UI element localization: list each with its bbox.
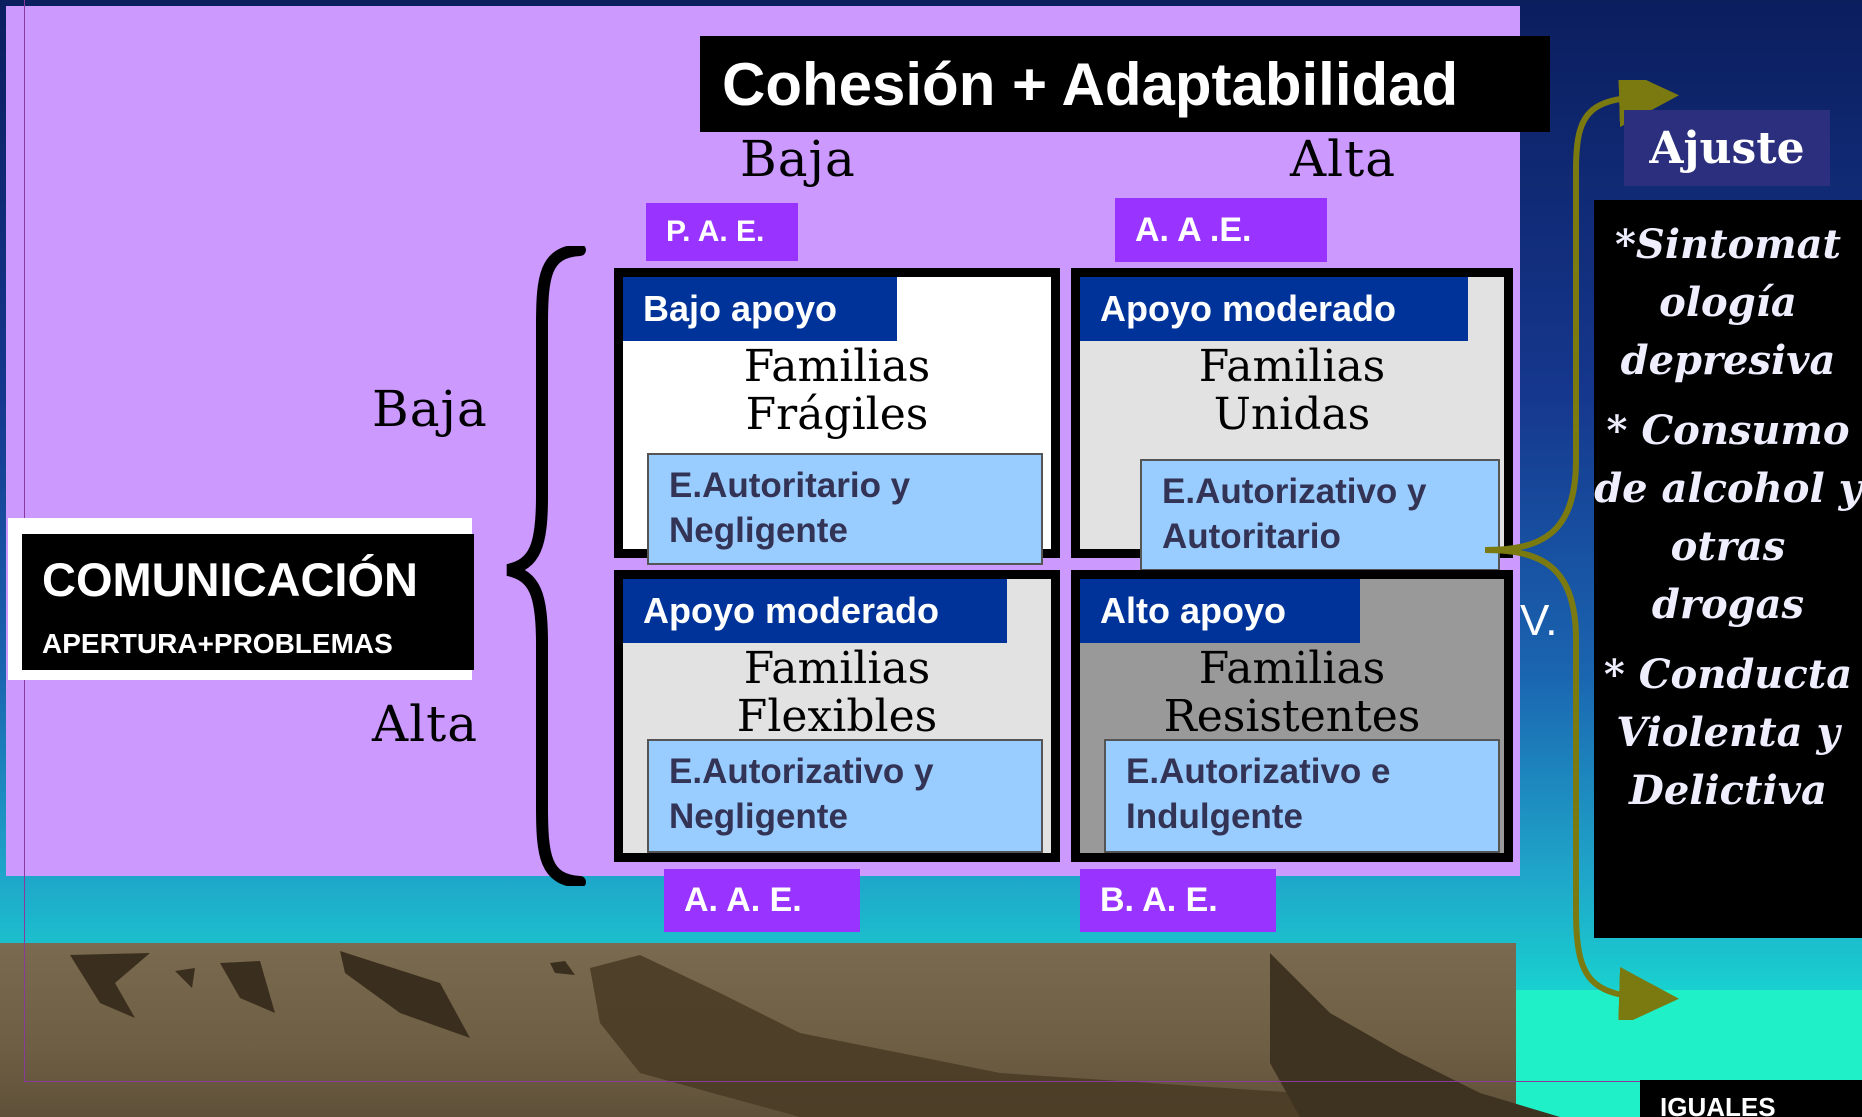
family-line-1: Familias <box>743 341 931 392</box>
cell-family-name: Familias Resistentes <box>1080 645 1504 741</box>
parenting-style-box: E.Autoritario y Negligente <box>647 453 1043 565</box>
communication-low-label: Baja <box>372 380 488 438</box>
family-line-2: Frágiles <box>745 389 929 440</box>
style-line-1: E.Autoritario y <box>669 466 911 505</box>
family-line-1: Familias <box>1198 341 1386 392</box>
parenting-style-box: E.Autorizativo e Indulgente <box>1104 739 1500 853</box>
brace-icon <box>506 246 586 886</box>
rock-silhouettes <box>70 951 1560 1117</box>
cell-support-label: Apoyo moderado <box>1080 277 1468 341</box>
cell-resistentes: Alto apoyo Familias Resistentes E.Autori… <box>1071 570 1513 862</box>
v-label: V. <box>1520 596 1558 645</box>
cell-family-name: Familias Frágiles <box>623 343 1051 439</box>
tag-aae-top: A. A .E. <box>1115 198 1327 262</box>
communication-box: COMUNICACIÓN APERTURA+PROBLEMAS <box>22 534 474 670</box>
cell-support-label: Alto apoyo <box>1080 579 1360 643</box>
cell-fragiles: Bajo apoyo Familias Frágiles E.Autoritar… <box>614 268 1060 565</box>
style-line-2: Autoritario <box>1162 517 1341 556</box>
communication-title: COMUNICACIÓN <box>42 553 418 606</box>
communication-high-label: Alta <box>372 695 479 753</box>
communication-subtitle: APERTURA+PROBLEMAS <box>42 628 393 659</box>
family-line-1: Familias <box>743 643 931 694</box>
outcome-substance-use: * Consumo de alcohol y otras drogas <box>1594 407 1862 628</box>
family-line-2: Unidas <box>1213 389 1371 440</box>
style-line-2: Indulgente <box>1126 797 1303 836</box>
outcome-violent-behavior: * Conducta Violenta y Delictiva <box>1603 651 1853 814</box>
family-line-2: Flexibles <box>736 691 938 742</box>
style-line-2: Negligente <box>669 797 848 836</box>
iguales-label: IGUALES <box>1640 1080 1862 1117</box>
style-line-2: Negligente <box>669 511 848 550</box>
cell-support-label: Bajo apoyo <box>623 277 897 341</box>
cohesion-low-label: Baja <box>740 130 856 188</box>
outcome-depression: *Sintomat ología depresiva <box>1615 221 1841 384</box>
cell-family-name: Familias Unidas <box>1080 343 1504 439</box>
family-line-1: Familias <box>1198 643 1386 694</box>
outcome-arrows <box>1484 80 1679 1020</box>
parenting-style-box: E.Autorizativo y Autoritario <box>1140 459 1500 571</box>
cell-unidas: Apoyo moderado Familias Unidas E.Autoriz… <box>1071 268 1513 571</box>
tag-pae: P. A. E. <box>646 203 798 261</box>
cell-family-name: Familias Flexibles <box>623 645 1051 741</box>
ajuste-header: Ajuste <box>1624 110 1830 186</box>
tag-bae: B. A. E. <box>1080 869 1276 932</box>
style-line-1: E.Autorizativo y <box>669 752 934 791</box>
cohesion-high-label: Alta <box>1290 130 1397 188</box>
tag-aae-bottom: A. A. E. <box>664 869 860 932</box>
style-line-1: E.Autorizativo y <box>1162 472 1427 511</box>
outcomes-box: *Sintomat ología depresiva * Consumo de … <box>1594 200 1862 938</box>
parenting-style-box: E.Autorizativo y Negligente <box>647 739 1043 853</box>
cell-support-label: Apoyo moderado <box>623 579 1007 643</box>
diagram-title: Cohesión + Adaptabilidad <box>700 36 1550 132</box>
cell-flexibles: Apoyo moderado Familias Flexibles E.Auto… <box>614 570 1060 862</box>
style-line-1: E.Autorizativo e <box>1126 752 1391 791</box>
family-line-2: Resistentes <box>1163 691 1421 742</box>
